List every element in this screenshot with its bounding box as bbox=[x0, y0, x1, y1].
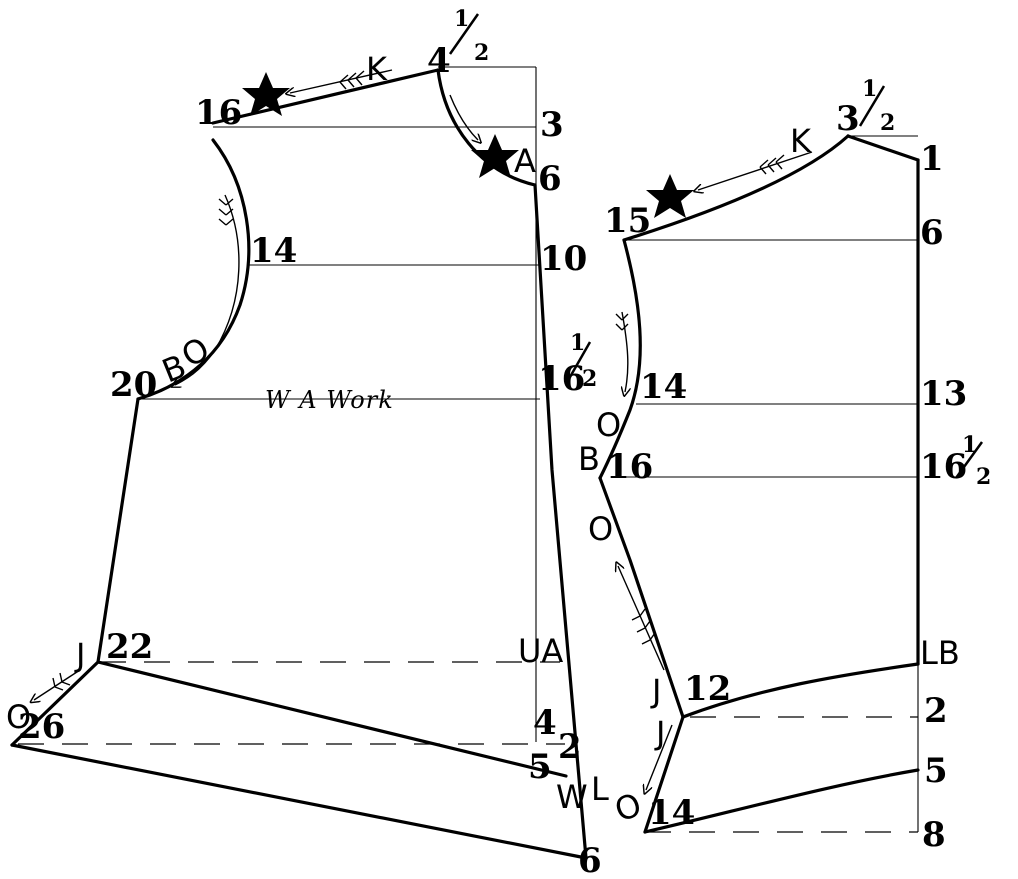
front-frac-bottom: 2 bbox=[474, 40, 489, 66]
front-dashed-lines bbox=[18, 661, 565, 745]
back-label-o-upper: O bbox=[596, 406, 621, 444]
front-label-26: 26 bbox=[18, 707, 65, 747]
front-guide-lines bbox=[138, 66, 540, 742]
front-label-j: J bbox=[74, 636, 85, 674]
back-label-lb: LB bbox=[920, 634, 960, 672]
front-label-6-top: 6 bbox=[538, 159, 562, 199]
back-label-14b: 14 bbox=[648, 793, 695, 833]
front-outline bbox=[10, 68, 588, 860]
back-panel: K 3 1 2 1 15 6 14 13 O B 16 16 1 2 O LB … bbox=[578, 76, 991, 855]
back-label-12: 12 bbox=[684, 669, 731, 709]
back-label-13: 13 bbox=[920, 374, 967, 414]
back-frac-bottom: 2 bbox=[880, 110, 895, 136]
back-label-1: 1 bbox=[920, 139, 944, 179]
front-label-k: K bbox=[366, 50, 388, 88]
front-label-5: 5 bbox=[528, 747, 552, 787]
front-frac-mid-bottom: 2 bbox=[582, 366, 597, 392]
front-label-10: 10 bbox=[540, 239, 587, 279]
front-label-w: W bbox=[556, 778, 588, 816]
back-frac-r-bottom: 2 bbox=[976, 464, 991, 490]
back-label-8: 8 bbox=[922, 815, 946, 855]
back-label-16: 16 bbox=[606, 447, 653, 487]
back-frac-r-top: 1 bbox=[962, 432, 977, 458]
front-label-6-bottom: 6 bbox=[578, 841, 602, 879]
front-label-l: L bbox=[591, 770, 609, 808]
front-label-2: 2 bbox=[558, 727, 582, 767]
handwritten-note: W A Work bbox=[265, 386, 394, 414]
front-frac-mid-top: 1 bbox=[570, 330, 585, 356]
front-label-14: 14 bbox=[250, 231, 297, 271]
star-icon bbox=[242, 72, 519, 178]
front-label-4-low: 4 bbox=[533, 703, 557, 743]
feather-arrow-icon bbox=[616, 151, 813, 790]
star-icon bbox=[646, 174, 694, 218]
front-panel: 16 K 4 1 2 3 A 6 14 10 B O 20 W A Work 1… bbox=[6, 6, 609, 879]
back-label-o-lower: O bbox=[610, 785, 647, 829]
front-label-a: A bbox=[514, 142, 536, 180]
back-dashed-lines bbox=[645, 716, 918, 833]
back-label-b: B bbox=[578, 440, 600, 478]
back-label-15: 15 bbox=[604, 201, 651, 241]
back-label-16-right: 16 bbox=[920, 447, 967, 487]
front-frac-top: 1 bbox=[454, 6, 469, 32]
back-label-j-upper: J bbox=[650, 672, 661, 710]
front-label-3: 3 bbox=[540, 105, 564, 145]
back-label-2: 2 bbox=[924, 691, 948, 731]
back-label-j-lower: J bbox=[654, 714, 665, 752]
back-frac-top: 1 bbox=[862, 76, 877, 102]
front-label-16: 16 bbox=[195, 93, 242, 133]
front-label-20: 20 bbox=[110, 365, 157, 405]
front-label-22: 22 bbox=[106, 627, 153, 667]
back-label-k: K bbox=[790, 122, 812, 160]
back-label-14: 14 bbox=[640, 367, 687, 407]
front-label-o-left: O bbox=[6, 698, 31, 736]
front-label-ua: UA bbox=[518, 632, 563, 670]
back-outline bbox=[598, 134, 920, 834]
back-label-6: 6 bbox=[920, 213, 944, 253]
feather-arrow-icon bbox=[34, 69, 478, 700]
back-label-5: 5 bbox=[924, 751, 948, 791]
front-label-4: 4 bbox=[427, 41, 451, 81]
back-label-3: 3 bbox=[836, 99, 860, 139]
back-label-o-mid: O bbox=[588, 510, 613, 548]
